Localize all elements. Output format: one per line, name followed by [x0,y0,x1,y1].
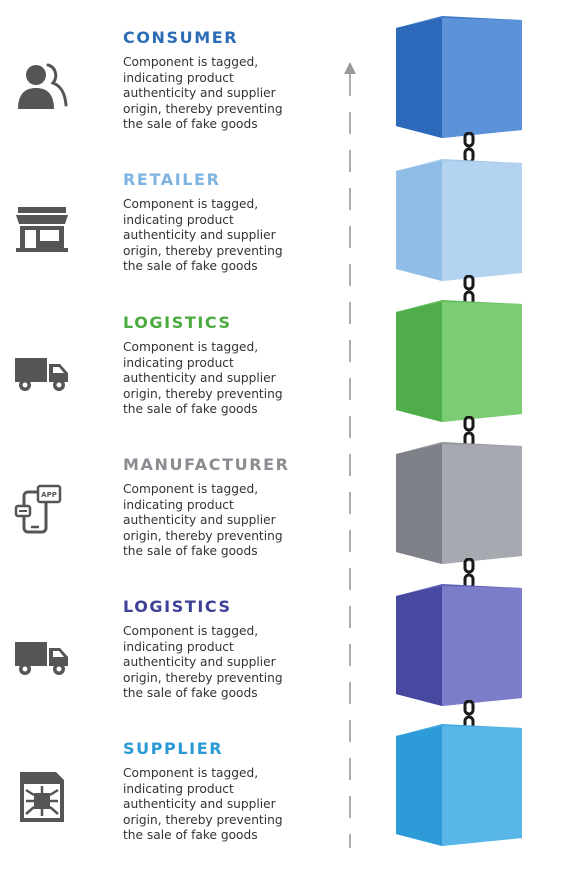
consumer-people-icon [12,55,72,115]
stage-title: CONSUMER [123,28,239,47]
block-cube-retailer [392,157,526,283]
stage-title: MANUFACTURER [123,455,290,474]
mobile-app-icon: APP [12,482,72,542]
stage-retailer: RETAILER Component is tagged, indicating… [0,170,579,312]
stage-title: LOGISTICS [123,597,232,616]
stage-description: Component is tagged, indicating product … [123,766,283,843]
stage-logistics: LOGISTICS Component is tagged, indicatin… [0,313,579,455]
stage-description: Component is tagged, indicating product … [123,624,283,701]
storefront-icon [12,197,72,257]
block-cube-logistics [392,582,526,708]
delivery-truck-icon [12,340,72,400]
stage-description: Component is tagged, indicating product … [123,197,283,274]
stage-description: Component is tagged, indicating product … [123,340,283,417]
stage-supplier: SUPPLIER Component is tagged, indicating… [0,739,579,881]
stage-title: LOGISTICS [123,313,232,332]
stage-consumer: CONSUMER Component is tagged, indicating… [0,28,579,170]
blockchain-column [380,0,540,865]
block-cube-consumer [392,14,526,140]
block-cube-supplier [392,722,526,848]
stage-title: SUPPLIER [123,739,224,758]
block-cube-logistics [392,298,526,424]
delivery-truck-icon [12,624,72,684]
stage-description: Component is tagged, indicating product … [123,482,283,559]
svg-text:APP: APP [41,491,57,499]
block-cube-manufacturer [392,440,526,566]
stage-description: Component is tagged, indicating product … [123,55,283,132]
stage-title: RETAILER [123,170,221,189]
microchip-icon [12,766,72,826]
upward-flow-arrow [343,60,357,850]
stage-manufacturer: APP MANUFACTURER Component is tagged, in… [0,455,579,597]
stage-logistics: LOGISTICS Component is tagged, indicatin… [0,597,579,739]
